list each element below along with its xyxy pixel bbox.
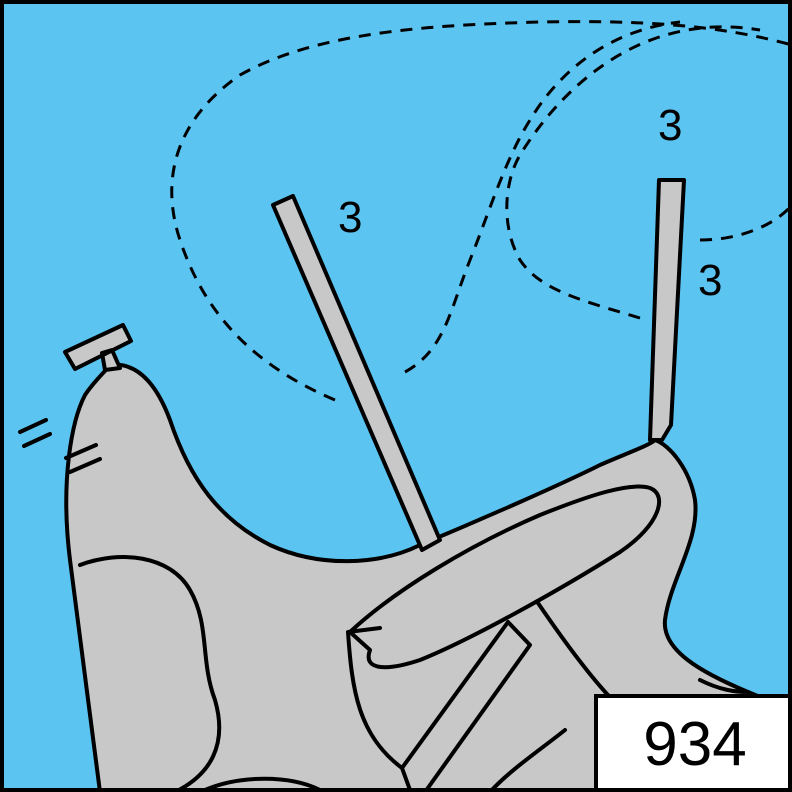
bottom-curve bbox=[203, 776, 322, 792]
depth-contour-3m-inner bbox=[404, 20, 681, 374]
marker-double-line-upper bbox=[18, 418, 52, 448]
depth-contour-3m-east bbox=[505, 25, 761, 320]
pier-east bbox=[648, 178, 686, 442]
depth-label-west: 3 bbox=[338, 193, 362, 242]
quay-outline-west bbox=[78, 555, 222, 792]
depth-contour-3m-northeast bbox=[699, 204, 792, 242]
pier-outline-inner bbox=[400, 620, 532, 792]
inner-basin-outline bbox=[348, 484, 662, 670]
depth-contour-3m-west bbox=[170, 20, 792, 402]
quay-outline-central bbox=[346, 626, 412, 792]
marker-double-line-lower bbox=[64, 443, 102, 474]
depth-label-east: 3 bbox=[698, 256, 722, 305]
depth-label-north: 3 bbox=[658, 101, 682, 150]
sheet-number: 934 bbox=[643, 710, 747, 779]
sheet-number-box: 934 bbox=[594, 694, 792, 792]
pier-west bbox=[271, 194, 442, 552]
pier-head-tee bbox=[63, 323, 133, 372]
